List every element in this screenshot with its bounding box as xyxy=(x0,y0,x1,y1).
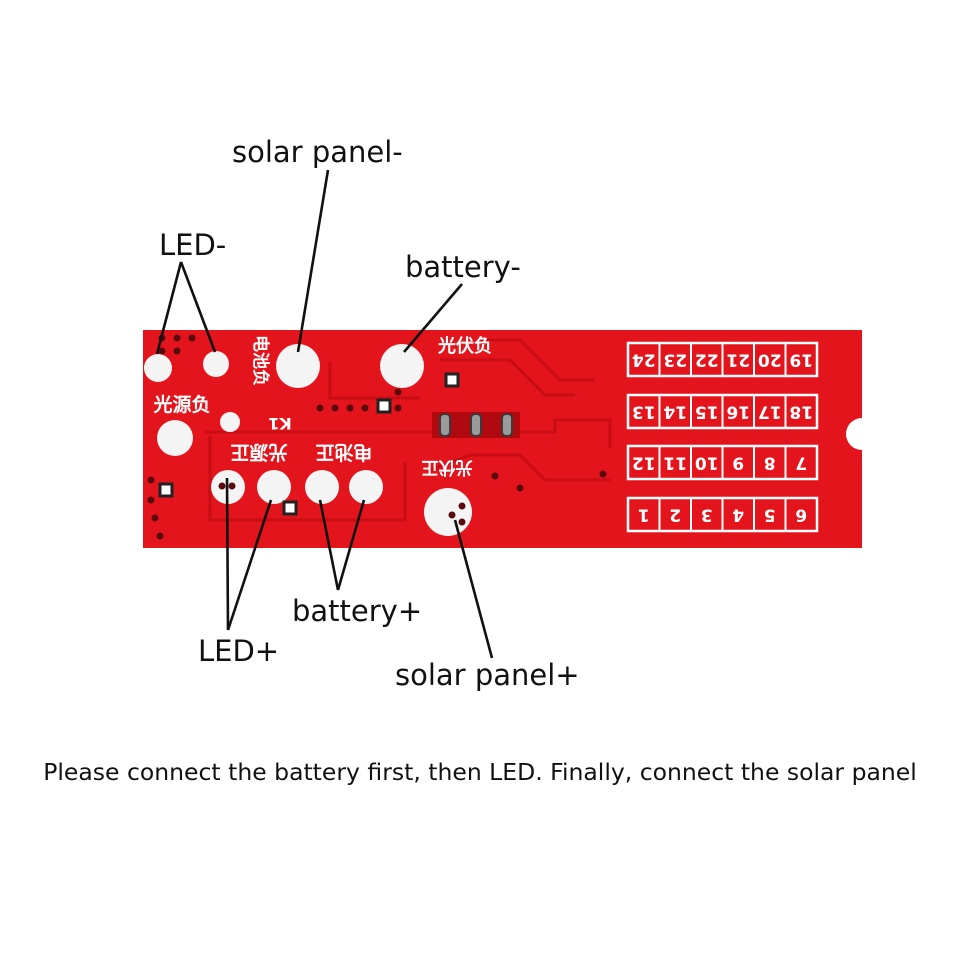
pad-battery-negative xyxy=(276,344,320,388)
via-hole-7 xyxy=(147,496,155,504)
via-hole-3 xyxy=(188,334,196,342)
via-hole-11 xyxy=(331,404,339,412)
leader-solar-negative xyxy=(296,169,330,353)
via-hole-4 xyxy=(158,347,166,355)
grid-number: 20 xyxy=(758,350,782,370)
via-hole-23 xyxy=(491,472,499,480)
pad-led-negative-1 xyxy=(144,354,172,382)
leader-battery-negative xyxy=(403,283,463,353)
leader-battery-positive-b xyxy=(336,499,366,591)
pad-mount xyxy=(157,420,193,456)
via-hole-20 xyxy=(458,518,466,526)
via-hole-16 xyxy=(218,482,226,490)
grid-number: 17 xyxy=(758,402,782,422)
leader-solar-positive xyxy=(453,519,494,659)
silk-solar-negative: 光伏负 xyxy=(437,335,492,357)
leader-led-negative-b xyxy=(179,261,217,353)
silk-led-positive: 光源正 xyxy=(230,441,288,464)
grid-number: 1 xyxy=(638,505,650,525)
leader-led-negative-a xyxy=(155,261,183,355)
grid-number: 14 xyxy=(663,402,687,422)
silk-battery-positive: 电池正 xyxy=(315,441,372,464)
grid-number: 16 xyxy=(726,402,750,422)
label-solar-panel-positive: solar panel+ xyxy=(395,658,580,692)
trace-6 xyxy=(478,338,595,382)
label-led-positive: LED+ xyxy=(198,634,280,668)
grid-number: 21 xyxy=(726,350,750,370)
via-hole-8 xyxy=(151,514,159,522)
via-hole-2 xyxy=(173,334,181,342)
board-traces xyxy=(205,338,612,522)
via-hole-13 xyxy=(361,404,369,412)
via-hole-18 xyxy=(458,502,466,510)
silkscreen-text: 光源负 电池负 光伏负 光源正 电池正 光伏正 K1 xyxy=(152,335,492,478)
label-battery-positive: battery+ xyxy=(292,594,423,628)
grid-number: 6 xyxy=(795,505,807,525)
grid-number: 19 xyxy=(789,350,813,370)
connection-instruction: Please connect the battery first, then L… xyxy=(43,758,917,786)
grid-number: 5 xyxy=(764,505,776,525)
label-solar-panel-negative: solar panel- xyxy=(232,135,403,169)
pad-test xyxy=(220,412,240,432)
silk-battery-negative: 电池负 xyxy=(250,335,271,386)
via-hole-15 xyxy=(394,404,402,412)
square-pad-4 xyxy=(158,482,174,498)
pad-solar-negative xyxy=(380,344,424,388)
via-hole-12 xyxy=(346,404,354,412)
square-pad-3 xyxy=(282,500,298,516)
pad-led-negative-2 xyxy=(203,351,229,377)
via-hole-5 xyxy=(173,347,181,355)
silk-component-ref: K1 xyxy=(268,414,292,433)
grid-number: 24 xyxy=(632,350,656,370)
trace-1 xyxy=(208,436,407,522)
grid-number: 2 xyxy=(669,505,681,525)
pad-led-positive-2 xyxy=(257,470,291,504)
silk-led-negative: 光源负 xyxy=(152,393,210,416)
trace-5 xyxy=(429,453,610,482)
leader-led-positive-b xyxy=(226,499,273,631)
grid-number: 18 xyxy=(789,402,813,422)
grid-number: 22 xyxy=(695,350,719,370)
via-hole-10 xyxy=(316,404,324,412)
trace-4 xyxy=(440,358,575,397)
square-pad-1 xyxy=(444,372,460,388)
via-hole-17 xyxy=(228,482,236,490)
via-hole-21 xyxy=(599,470,607,478)
via-hole-22 xyxy=(516,484,524,492)
grid-number: 13 xyxy=(632,402,656,422)
silk-solar-positive: 光伏正 xyxy=(422,457,474,478)
header-pin-1 xyxy=(439,413,451,437)
leader-battery-positive-a xyxy=(318,499,340,591)
grid-number: 9 xyxy=(732,453,744,473)
grid-number: 4 xyxy=(732,505,744,525)
label-led-negative: LED- xyxy=(159,228,227,262)
via-hole-14 xyxy=(394,388,402,396)
grid-number: 10 xyxy=(695,453,719,473)
grid-number: 12 xyxy=(632,453,656,473)
via-hole-9 xyxy=(156,532,164,540)
square-pad-2 xyxy=(376,398,392,414)
pad-battery-positive-1 xyxy=(305,470,339,504)
grid-number: 7 xyxy=(795,453,807,473)
via-hole-6 xyxy=(147,476,155,484)
header-pin-2 xyxy=(470,413,482,437)
leader-lines xyxy=(155,169,494,659)
leader-led-positive-a xyxy=(225,477,230,631)
trace-3 xyxy=(328,362,420,400)
via-hole-19 xyxy=(448,511,456,519)
header-pin-3 xyxy=(501,413,513,437)
grid-number: 23 xyxy=(663,350,687,370)
grid-number: 11 xyxy=(663,453,687,473)
grid-number: 8 xyxy=(764,453,776,473)
pad-solar-positive xyxy=(424,488,472,536)
solder-pads xyxy=(144,334,607,540)
grid-number: 3 xyxy=(701,505,713,525)
grid-number: 15 xyxy=(695,402,719,422)
pad-battery-positive-2 xyxy=(349,470,383,504)
label-battery-negative: battery- xyxy=(405,250,521,284)
